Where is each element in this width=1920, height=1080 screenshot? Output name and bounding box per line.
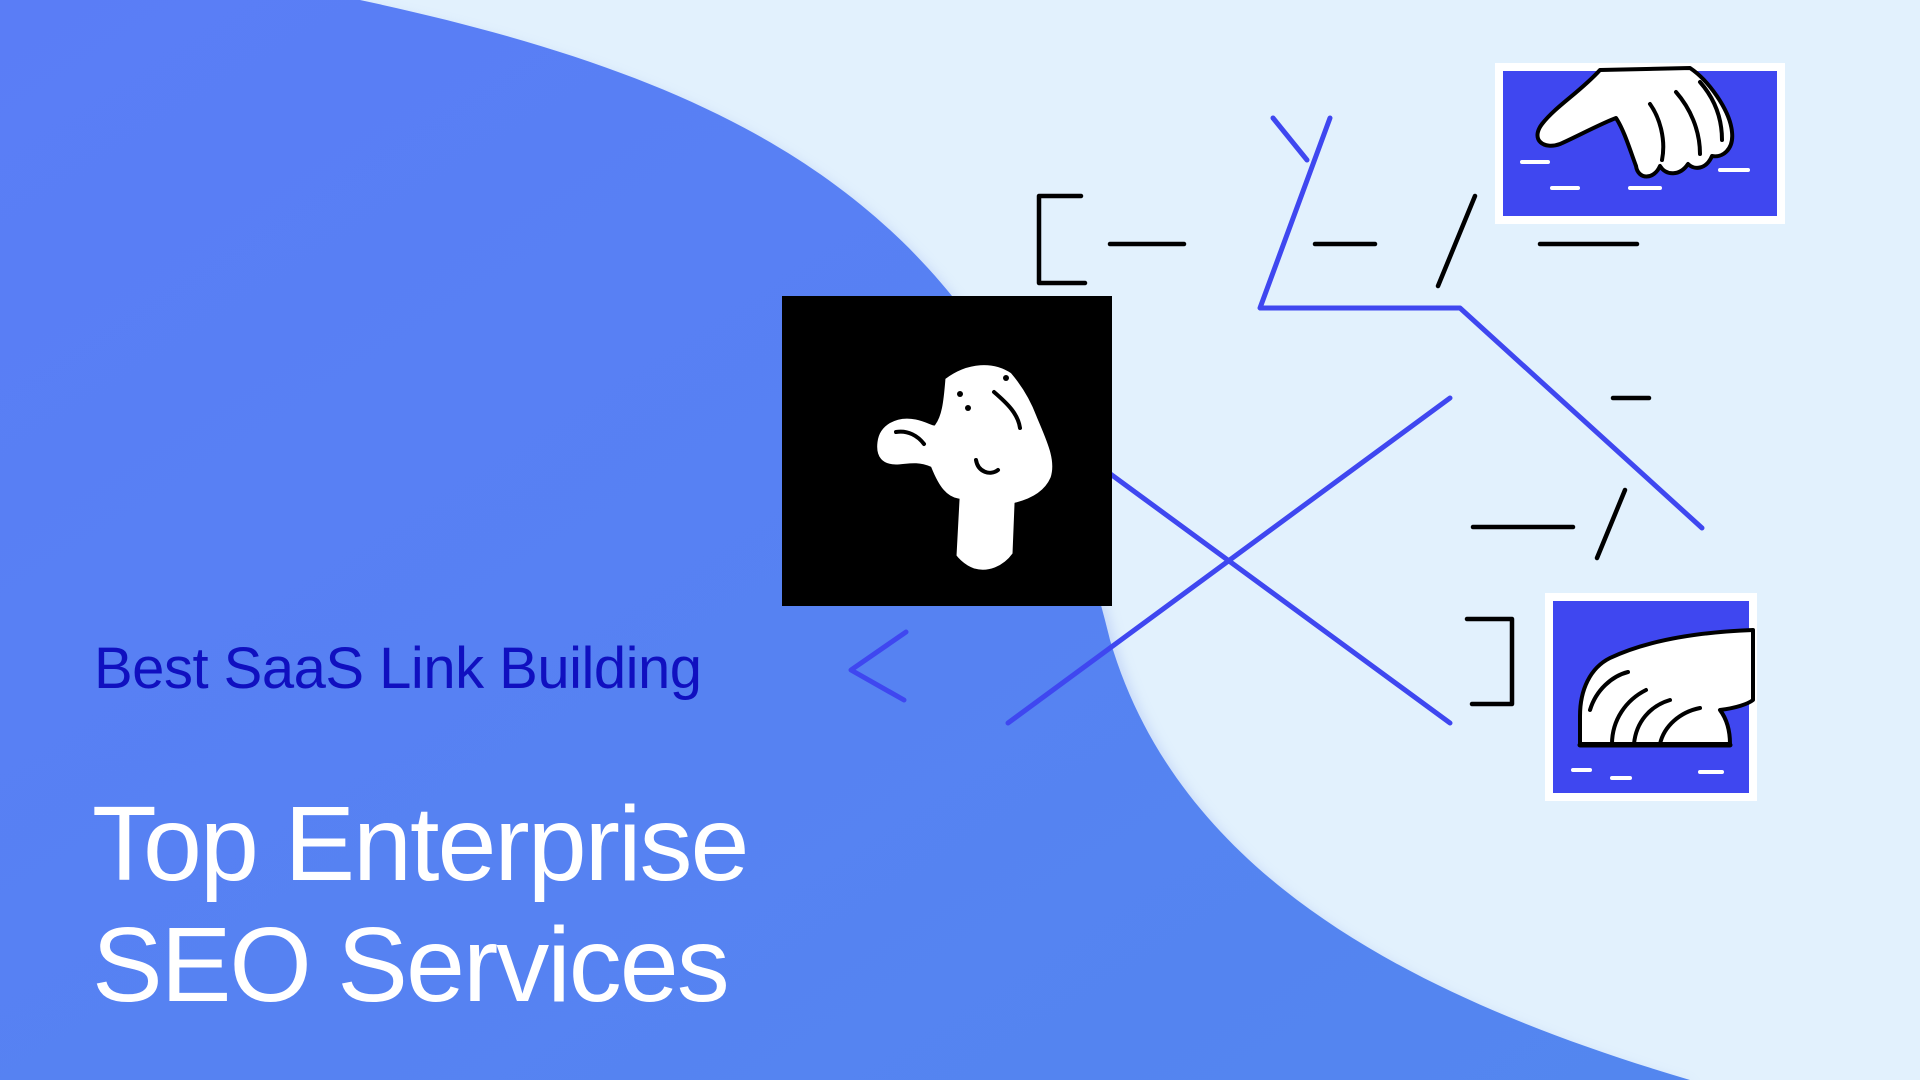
- headline: Top Enterprise SEO Services: [92, 784, 749, 1026]
- head-figure-card: [782, 296, 1112, 606]
- card-text-dashes: [1571, 768, 1724, 780]
- card-text-dashes: [1520, 160, 1750, 190]
- connector-lines: [848, 115, 1705, 726]
- typing-hand-card: [1545, 593, 1757, 801]
- typing-hand-icon: [1577, 628, 1755, 748]
- code-glyphs: [1036, 193, 1652, 707]
- pointing-hand-icon: [1535, 66, 1735, 179]
- head-figure-icon: [874, 362, 1056, 573]
- headline-line-2: SEO Services: [92, 906, 730, 1024]
- pointing-hand-card: [1495, 63, 1785, 224]
- eyebrow-text: Best SaaS Link Building: [94, 636, 702, 701]
- headline-line-1: Top Enterprise: [92, 785, 749, 903]
